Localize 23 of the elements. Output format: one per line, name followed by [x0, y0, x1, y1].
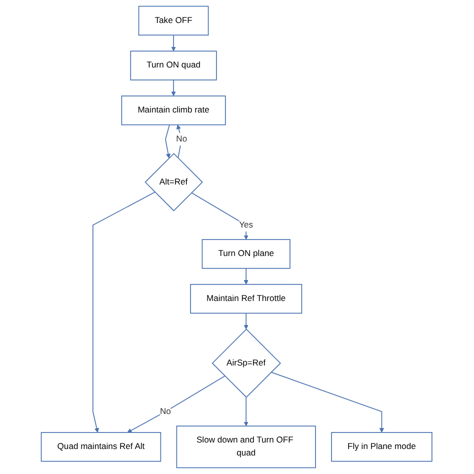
edge-label: No: [176, 134, 188, 144]
arrow: [244, 396, 249, 426]
arrow: [244, 312, 249, 330]
node-box: Turn ON plane: [202, 239, 291, 269]
arrow: [92, 192, 156, 433]
node-box: Maintain climb rate: [122, 96, 226, 126]
node-box: Maintain Ref Throttle: [190, 284, 302, 314]
arrow: [165, 124, 171, 158]
node-box: Turn ON quad: [130, 50, 218, 80]
edge-label: Yes: [240, 220, 254, 230]
arrow: [172, 80, 176, 96]
arrow: [172, 34, 176, 52]
arrow: [271, 372, 384, 433]
edge-label: No: [160, 406, 172, 416]
arrow: [191, 192, 249, 240]
node-diamond: Alt=Ref: [145, 153, 204, 212]
node-box: Slow down and Turn OFF quad: [176, 426, 316, 468]
node-box: Quad maintains Ref Alt: [41, 432, 162, 462]
node-box: Take OFF: [138, 6, 210, 36]
arrow: [244, 268, 249, 285]
node-box: Fly in Plane mode: [331, 432, 433, 462]
node-diamond: AirSp=Ref: [212, 328, 282, 398]
arrow: [128, 376, 226, 433]
